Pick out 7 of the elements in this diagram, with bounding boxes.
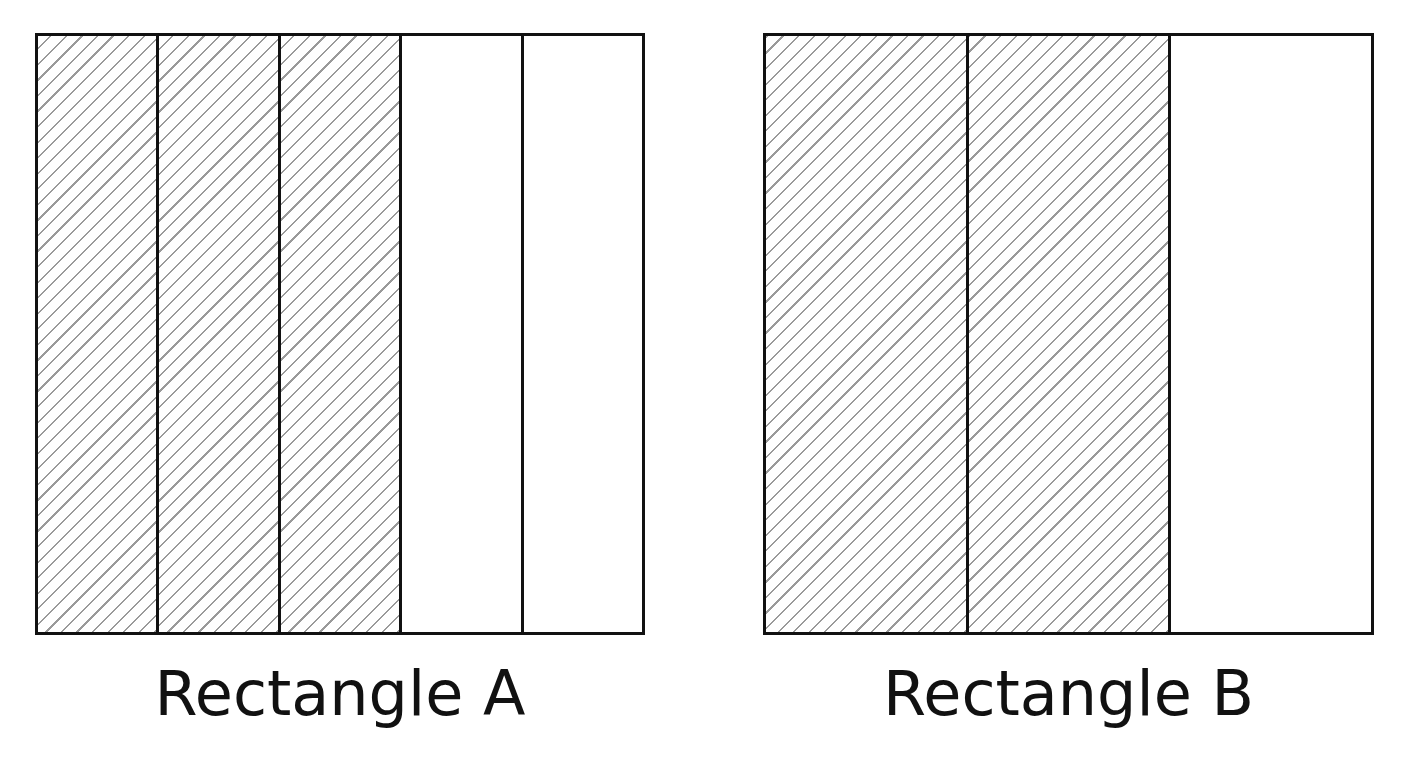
hatched-strip	[766, 36, 966, 632]
hatched-strip	[38, 36, 157, 632]
rectangle-caption: Rectangle A	[154, 657, 526, 732]
hatched-strip	[277, 36, 400, 632]
hatched-strip	[965, 36, 1169, 632]
hatched-strip	[156, 36, 278, 632]
rectangle-caption: Rectangle B	[882, 657, 1255, 732]
